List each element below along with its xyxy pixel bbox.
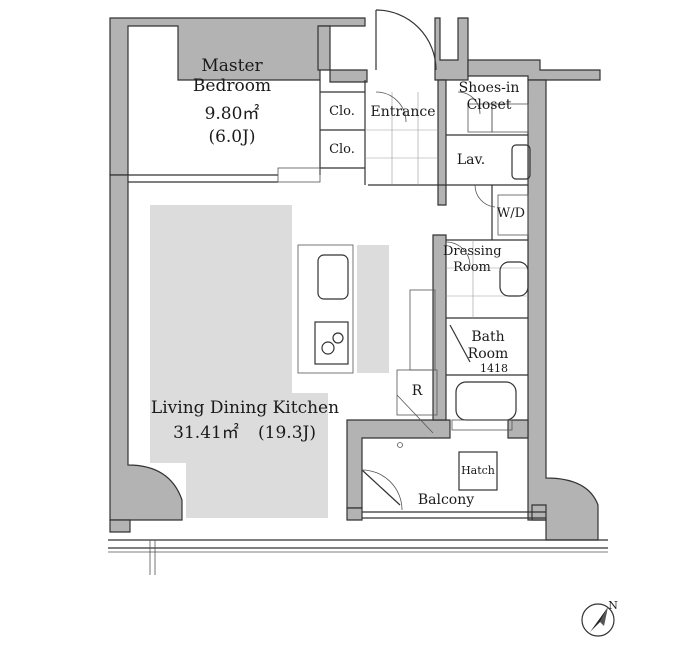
windows-railings: [108, 511, 608, 575]
doors: [361, 9, 496, 511]
entrance-label: Entrance: [370, 104, 436, 120]
walls: [109, 17, 601, 541]
closet-2-label: Clo.: [329, 142, 355, 157]
furniture-shading: [150, 205, 389, 518]
ldk-jo: (19.3J): [258, 423, 316, 443]
compass: [581, 603, 615, 637]
lavatory-label: Lav.: [456, 152, 486, 168]
closet-1-label: Clo.: [329, 104, 355, 119]
fixtures: [297, 144, 531, 491]
washer-dryer-label: W/D: [496, 206, 526, 221]
partitions: [128, 80, 529, 376]
ldk-name: Living Dining Kitchen: [150, 398, 340, 418]
hatch-label: Hatch: [461, 464, 495, 477]
bath-room-name: Bath Room: [467, 329, 509, 362]
ldk-area: 31.41㎡: [173, 423, 239, 443]
dressing-room-label: Dressing Room: [443, 244, 502, 275]
compass-north-label: N: [608, 599, 618, 612]
master-bedroom-jo: (6.0J): [208, 127, 256, 147]
shoes-in-closet-label: Shoes-in Closet: [458, 80, 520, 113]
bath-room-size: 1418: [480, 362, 508, 375]
master-bedroom-name: Master Bedroom: [192, 56, 272, 97]
master-bedroom-area: 9.80㎡: [204, 104, 260, 124]
refrigerator-label: R: [411, 383, 423, 399]
balcony-label: Balcony: [417, 492, 475, 508]
